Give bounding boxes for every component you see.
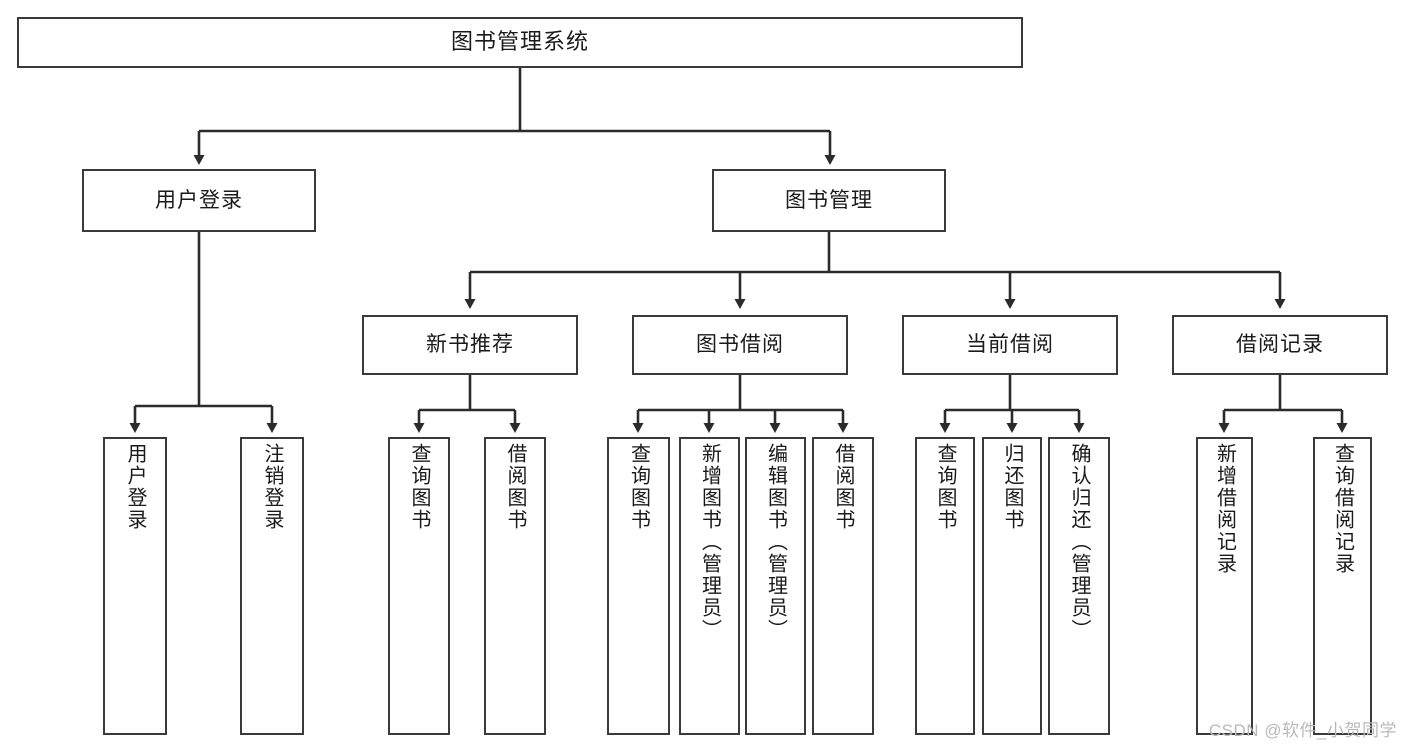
leaf-query-books-recommend[interactable]: 查询图书 [388,437,450,735]
node-borrow-records[interactable]: 借阅记录 [1172,315,1388,375]
leaf-query-books-current[interactable]: 查询图书 [915,437,975,735]
leaf-logout[interactable]: 注销登录 [240,437,304,735]
leaf-confirm-return-admin[interactable]: 确认归还（管理员） [1048,437,1110,735]
node-label: 新增借阅记录 [1213,443,1236,575]
leaf-user-login[interactable]: 用户登录 [103,437,167,735]
node-label: 注销登录 [261,443,283,531]
node-root-system[interactable]: 图书管理系统 [17,17,1023,68]
node-label: 用户登录 [124,443,146,531]
node-label: 图书管理 [785,188,873,212]
node-label: 编辑图书（管理员） [764,443,787,641]
leaf-add-book-admin[interactable]: 新增图书（管理员） [679,437,740,735]
node-label: 新增图书（管理员） [698,443,721,641]
node-label: 确认归还（管理员） [1068,443,1090,641]
node-label: 借阅图书 [504,443,526,531]
node-user-login[interactable]: 用户登录 [82,169,316,232]
leaf-query-borrow-record[interactable]: 查询借阅记录 [1313,437,1372,735]
node-book-management[interactable]: 图书管理 [712,169,946,232]
node-label: 用户登录 [155,188,243,212]
node-label: 借阅图书 [832,443,854,531]
leaf-query-books-borrow[interactable]: 查询图书 [607,437,670,735]
node-label: 查询图书 [934,443,956,531]
node-label: 图书借阅 [696,333,784,357]
leaf-add-borrow-record[interactable]: 新增借阅记录 [1196,437,1253,735]
node-book-borrow[interactable]: 图书借阅 [632,315,848,375]
node-label: 查询图书 [408,443,430,531]
node-label: 当前借阅 [966,333,1054,357]
node-new-book-recommend[interactable]: 新书推荐 [362,315,578,375]
node-label: 查询借阅记录 [1331,443,1354,575]
leaf-borrow-books-recommend[interactable]: 借阅图书 [484,437,546,735]
node-label: 查询图书 [627,443,650,531]
watermark: CSDN @软件_小贺同学 [1208,721,1397,740]
leaf-edit-book-admin[interactable]: 编辑图书（管理员） [745,437,806,735]
node-current-borrow[interactable]: 当前借阅 [902,315,1118,375]
leaf-return-book[interactable]: 归还图书 [982,437,1042,735]
node-label: 新书推荐 [426,333,514,357]
leaf-borrow-book[interactable]: 借阅图书 [812,437,874,735]
node-label: 借阅记录 [1236,333,1324,357]
node-label: 归还图书 [1001,443,1023,531]
node-label: 图书管理系统 [450,29,589,55]
